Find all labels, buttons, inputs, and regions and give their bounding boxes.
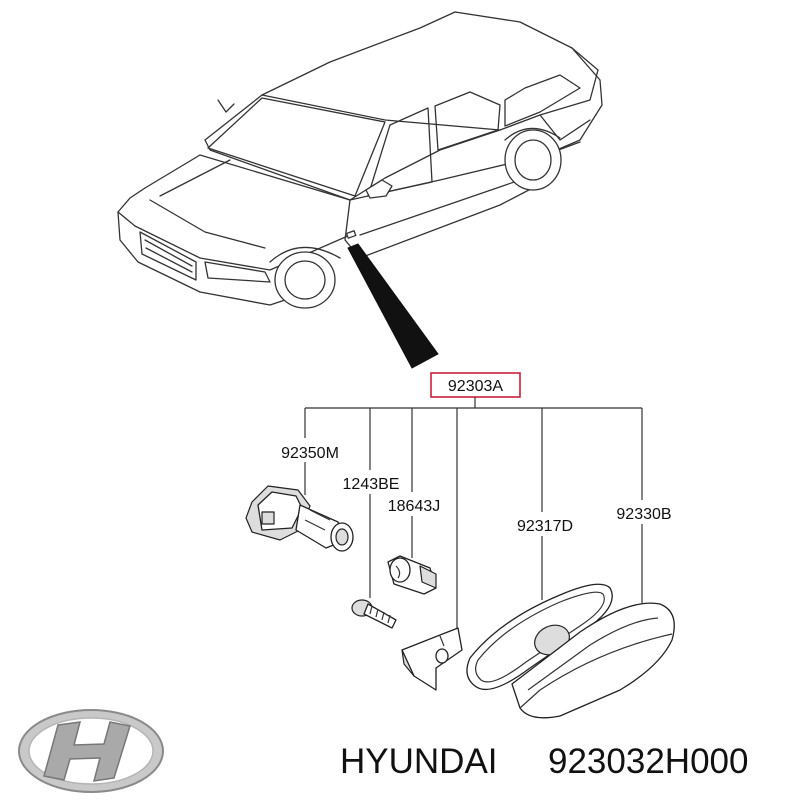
- part-label-1243be: 1243BE: [343, 476, 400, 493]
- car-illustration: [117, 11, 603, 309]
- wedge-bulb-drawing: [387, 555, 437, 595]
- bulb-socket-drawing: [245, 485, 354, 552]
- parent-part-highlight-box: [430, 372, 521, 398]
- lens-drawing: [511, 602, 675, 719]
- leader-lines: [304, 397, 643, 632]
- pointer-wedge: [347, 243, 439, 369]
- part-label-92350m: 92350M: [281, 445, 339, 462]
- footer-brand-text: HYUNDAI: [340, 742, 498, 781]
- screw-drawing: [351, 599, 397, 629]
- part-label-92330b: 92330B: [616, 506, 671, 523]
- parent-part-label: 92303A: [448, 378, 503, 395]
- part-label-18643j: 18643J: [388, 498, 441, 515]
- part-label-92317d: 92317D: [517, 518, 573, 535]
- footer-part-number: 923032H000: [548, 742, 748, 781]
- parent-part-callout: 92303A: [430, 372, 521, 398]
- bracket-clip-drawing: [401, 627, 463, 691]
- hyundai-logo: [18, 709, 164, 793]
